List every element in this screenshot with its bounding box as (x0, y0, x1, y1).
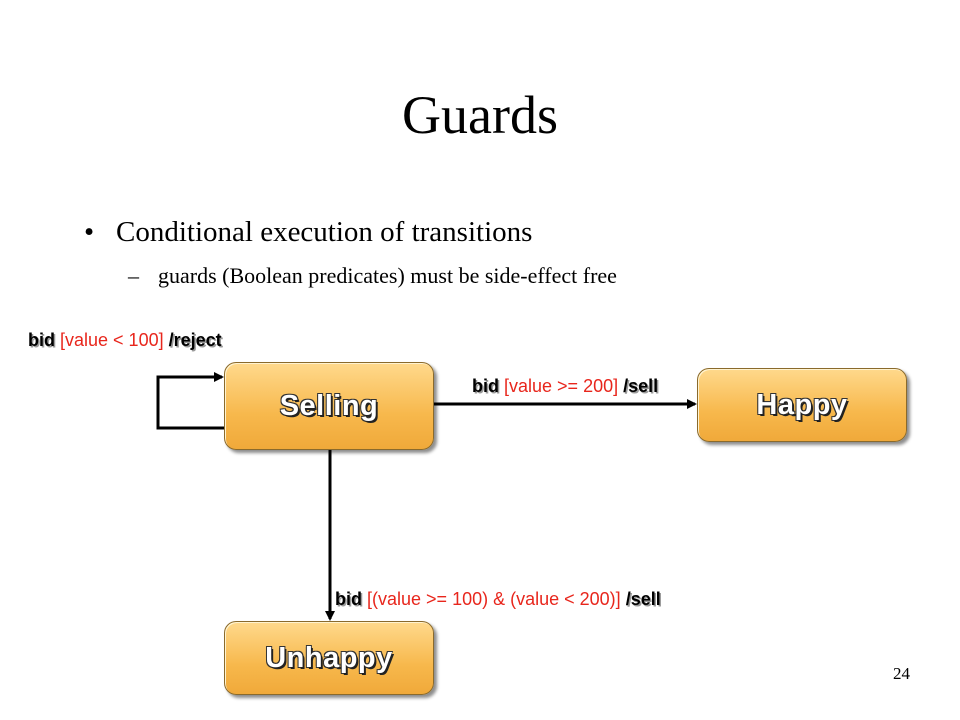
happy-action: /sell (623, 376, 659, 396)
unhappy-transition-label: bid [(value >= 100) & (value < 200)] /se… (335, 590, 661, 608)
happy-event: bid (472, 376, 499, 396)
sub-bullet-item: –guards (Boolean predicates) must be sid… (128, 265, 617, 287)
bullet-marker: • (84, 216, 95, 248)
slide-title: Guards (402, 85, 558, 145)
unhappy-action: /sell (625, 589, 661, 609)
state-happy-label: Happy (756, 388, 848, 421)
reject-transition-label: bid [value < 100] /reject (28, 331, 222, 349)
state-unhappy-label: Unhappy (265, 641, 393, 674)
happy-transition-label: bid [value >= 200] /sell (472, 377, 658, 395)
page-number: 24 (893, 664, 910, 683)
reject-guard: [value < 100] (60, 330, 164, 350)
unhappy-guard: [(value >= 100) & (value < 200)] (367, 589, 621, 609)
state-selling-label: Selling (279, 389, 379, 422)
sub-bullet-text: guards (Boolean predicates) must be side… (158, 263, 617, 288)
reject-action: /reject (168, 330, 222, 350)
state-selling: Selling (224, 362, 434, 450)
self-loop-arrow (156, 372, 224, 430)
unhappy-event: bid (335, 589, 362, 609)
state-happy: Happy (697, 368, 907, 442)
bullet-item: • Conditional execution of transitions (84, 218, 532, 247)
happy-guard: [value >= 200] (504, 376, 619, 396)
bullet-text: Conditional execution of transitions (116, 216, 533, 248)
reject-event: bid (28, 330, 55, 350)
sub-bullet-marker: – (128, 263, 139, 288)
state-unhappy: Unhappy (224, 621, 434, 695)
